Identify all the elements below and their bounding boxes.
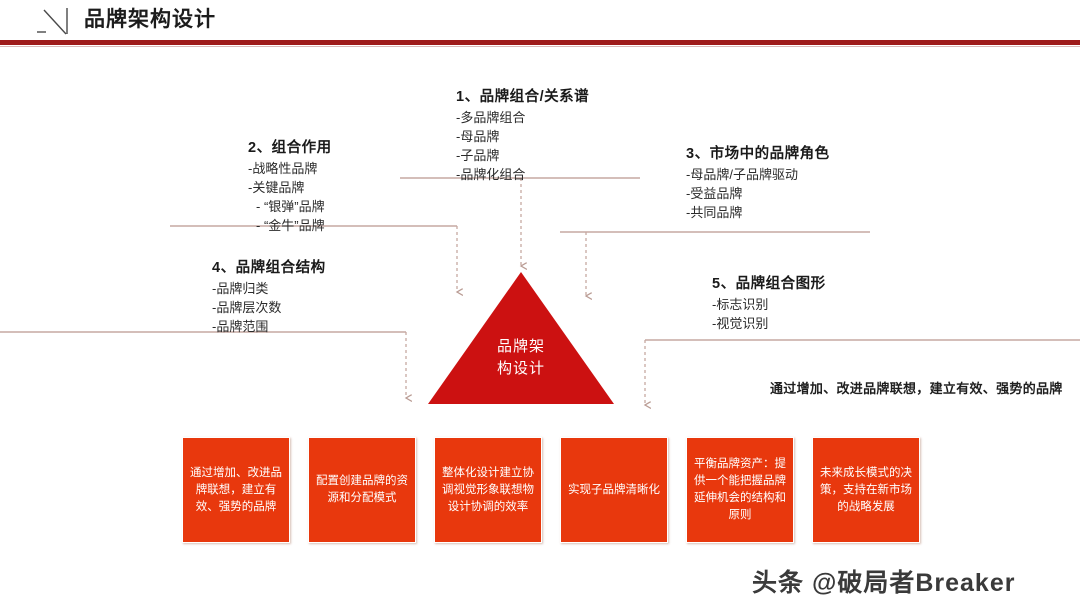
info-block-2-item-2: -关键品牌 — [248, 180, 305, 195]
triangle-label-line-2: 构设计 — [496, 360, 545, 377]
info-block-1-item-4: -品牌化组合 — [456, 167, 526, 182]
slide-header: 品牌架构设计 — [0, 0, 1080, 47]
info-block-5: 5、品牌组合图形 -标志识别 -视觉识别 — [712, 273, 826, 333]
info-block-3-title: 3、市场中的品牌角色 — [686, 146, 830, 162]
right-caption: 通过增加、改进品牌联想，建立有效、强势的品牌 — [770, 381, 1063, 396]
outcome-box-2[interactable]: 配置创建品牌的资源和分配模式 — [308, 437, 416, 543]
outcome-box-row: 通过增加、改进品牌联想，建立有效、强势的品牌 配置创建品牌的资源和分配模式 整体… — [182, 437, 920, 543]
info-block-3: 3、市场中的品牌角色 -母品牌/子品牌驱动 -受益品牌 -共同品牌 — [686, 143, 830, 222]
info-block-3-item-2: -受益品牌 — [686, 186, 743, 201]
header-rule — [0, 40, 1080, 45]
info-block-4-item-1: -品牌归类 — [212, 281, 269, 296]
info-block-5-item-2: -视觉识别 — [712, 316, 769, 331]
info-block-5-item-1: -标志识别 — [712, 297, 769, 312]
triangle-label-line-1: 品牌架 — [496, 338, 545, 355]
info-block-2-item-1: -战略性品牌 — [248, 161, 318, 176]
info-block-2-item-4: - “金牛”品牌 — [256, 218, 325, 233]
info-block-4-title: 4、品牌组合结构 — [212, 260, 326, 276]
info-block-4-item-3: -品牌范围 — [212, 319, 269, 334]
outcome-box-6[interactable]: 未来成长模式的决策，支持在新市场的战略发展 — [812, 437, 920, 543]
info-block-3-item-1: -母品牌/子品牌驱动 — [686, 167, 798, 182]
outcome-box-1-text: 通过增加、改进品牌联想，建立有效、强势的品牌 — [190, 466, 282, 513]
info-block-3-item-3: -共同品牌 — [686, 205, 743, 220]
outcome-box-5-text: 平衡品牌资产：提供一个能把握品牌延伸机会的结构和原则 — [694, 458, 786, 521]
watermark: 头条 @破局者Breaker — [752, 569, 1016, 597]
info-block-1-title: 1、品牌组合/关系谱 — [456, 89, 590, 105]
diagonal-slash-icon — [37, 8, 68, 35]
info-block-2-item-3: - “银弹”品牌 — [256, 199, 325, 214]
info-block-2: 2、组合作用 -战略性品牌 -关键品牌 - “银弹”品牌 - “金牛”品牌 — [248, 137, 332, 235]
info-block-1: 1、品牌组合/关系谱 -多品牌组合 -母品牌 -子品牌 -品牌化组合 — [456, 86, 589, 184]
outcome-box-5[interactable]: 平衡品牌资产：提供一个能把握品牌延伸机会的结构和原则 — [686, 437, 794, 543]
info-block-1-item-1: -多品牌组合 — [456, 110, 526, 125]
page-title: 品牌架构设计 — [84, 8, 216, 31]
outcome-box-6-text: 未来成长模式的决策，支持在新市场的战略发展 — [820, 466, 912, 513]
triangle-shape-icon — [428, 272, 614, 404]
outcome-box-3-text: 整体化设计建立协调视觉形象联想物设计协调的效率 — [442, 466, 534, 513]
outcome-box-2-text: 配置创建品牌的资源和分配模式 — [316, 475, 408, 504]
outcome-box-4[interactable]: 实现子品牌清晰化 — [560, 437, 668, 543]
info-block-1-item-3: -子品牌 — [456, 148, 500, 163]
info-block-2-title: 2、组合作用 — [248, 140, 332, 156]
info-block-1-item-2: -母品牌 — [456, 129, 500, 144]
triangle-label: 品牌架 构设计 — [428, 336, 614, 380]
header-rule-secondary — [0, 46, 1080, 47]
info-block-4: 4、品牌组合结构 -品牌归类 -品牌层次数 -品牌范围 — [212, 257, 326, 336]
info-block-5-title: 5、品牌组合图形 — [712, 276, 826, 292]
info-block-4-item-2: -品牌层次数 — [212, 300, 282, 315]
outcome-box-3[interactable]: 整体化设计建立协调视觉形象联想物设计协调的效率 — [434, 437, 542, 543]
outcome-box-4-text: 实现子品牌清晰化 — [568, 483, 660, 496]
central-triangle: 品牌架 构设计 — [428, 272, 614, 404]
outcome-box-1[interactable]: 通过增加、改进品牌联想，建立有效、强势的品牌 — [182, 437, 290, 543]
